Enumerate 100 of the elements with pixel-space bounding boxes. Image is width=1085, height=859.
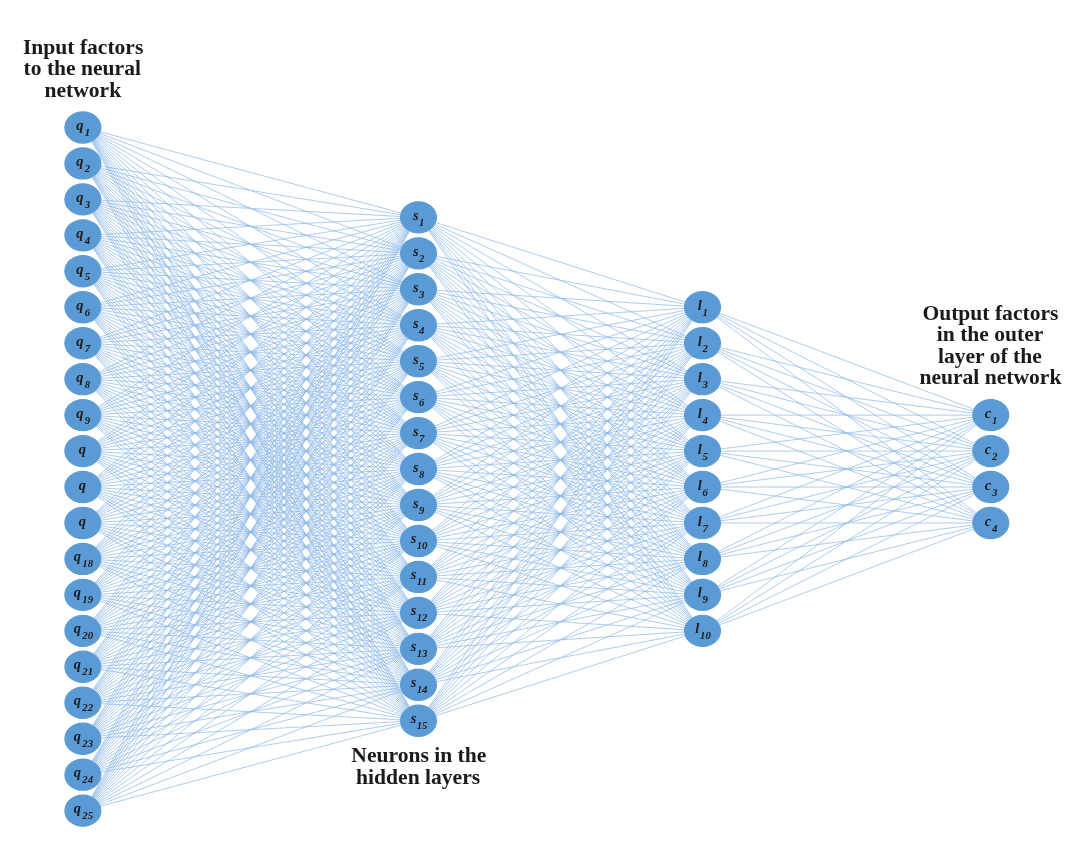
connector [98, 405, 404, 587]
connector [433, 387, 688, 534]
connector [433, 440, 688, 587]
connector [435, 312, 686, 393]
connector [433, 476, 688, 623]
connector [99, 311, 402, 394]
connector [436, 400, 685, 449]
connector [436, 417, 685, 467]
connector [98, 243, 404, 425]
connector [718, 386, 976, 516]
connector [434, 439, 687, 553]
connector [434, 529, 687, 643]
connector [100, 253, 401, 271]
connector [100, 651, 401, 701]
connector [100, 399, 401, 449]
connector [434, 385, 687, 499]
connector [99, 402, 403, 518]
connector [436, 505, 685, 523]
connector [100, 667, 401, 685]
connector [100, 615, 401, 665]
connector [100, 469, 401, 487]
connector [432, 460, 689, 640]
connector [100, 543, 401, 593]
node-ellipse: l$_{2}$ [683, 327, 722, 360]
connector [435, 599, 686, 681]
connector [434, 475, 687, 589]
label: Input factors to the neural network [22, 34, 144, 102]
node-ellipse: s$_{5}$ [399, 345, 438, 378]
connector [717, 423, 976, 587]
connector [433, 261, 688, 408]
connector [436, 487, 685, 505]
connector [99, 203, 402, 286]
connector [100, 685, 401, 703]
connector [99, 330, 403, 446]
node-ellipse: s$_{7}$ [399, 416, 438, 450]
connector [99, 329, 402, 412]
connector [99, 455, 402, 537]
connector [99, 600, 403, 716]
connector [432, 316, 689, 496]
connector [434, 565, 687, 679]
connector [100, 379, 401, 397]
connector [99, 545, 402, 627]
connector [435, 294, 686, 375]
connector [99, 491, 402, 573]
connector [436, 613, 685, 631]
connector [99, 257, 402, 340]
connector [435, 635, 686, 716]
connector [98, 170, 403, 319]
connector [719, 454, 974, 520]
connector [99, 419, 402, 501]
connector [99, 546, 403, 662]
connector [718, 314, 976, 444]
connector [99, 688, 402, 771]
connector [436, 364, 685, 413]
connector [719, 490, 974, 556]
node-ellipse: q$_{22}$ [64, 686, 102, 719]
connector [99, 724, 402, 807]
connector [98, 423, 404, 605]
connector [100, 451, 401, 469]
connector [100, 433, 401, 451]
connector [432, 424, 689, 604]
connector [435, 222, 686, 303]
connector [99, 528, 403, 644]
connector [719, 456, 975, 554]
connector [100, 237, 401, 287]
connector [100, 435, 401, 485]
connector [98, 547, 403, 696]
connector [100, 361, 401, 379]
connector [99, 383, 402, 465]
connector [436, 382, 685, 431]
connector [432, 370, 689, 550]
connector [99, 131, 402, 214]
connector [434, 403, 687, 517]
connector [98, 620, 404, 803]
connector [99, 312, 403, 428]
connector [436, 328, 685, 377]
connector [719, 420, 975, 518]
connector [99, 133, 403, 248]
connector [100, 525, 401, 575]
node-ellipse: q$_{24}$ [64, 758, 102, 791]
label: Output factors in the outer layer of the neural network [919, 300, 1062, 390]
connector [98, 333, 404, 515]
connector [99, 294, 403, 410]
connector [719, 492, 975, 590]
connector [98, 458, 403, 606]
connector [98, 242, 403, 391]
connector [100, 505, 401, 523]
connector [720, 416, 973, 450]
connector [719, 418, 974, 484]
connector [98, 441, 404, 623]
connector [436, 633, 685, 682]
connector [717, 351, 976, 515]
connector [99, 492, 403, 608]
connector [435, 491, 686, 573]
connector [720, 524, 973, 558]
connector [436, 307, 685, 325]
connector [100, 271, 401, 289]
connector [99, 438, 403, 554]
connector [99, 239, 402, 322]
connector [98, 387, 404, 569]
